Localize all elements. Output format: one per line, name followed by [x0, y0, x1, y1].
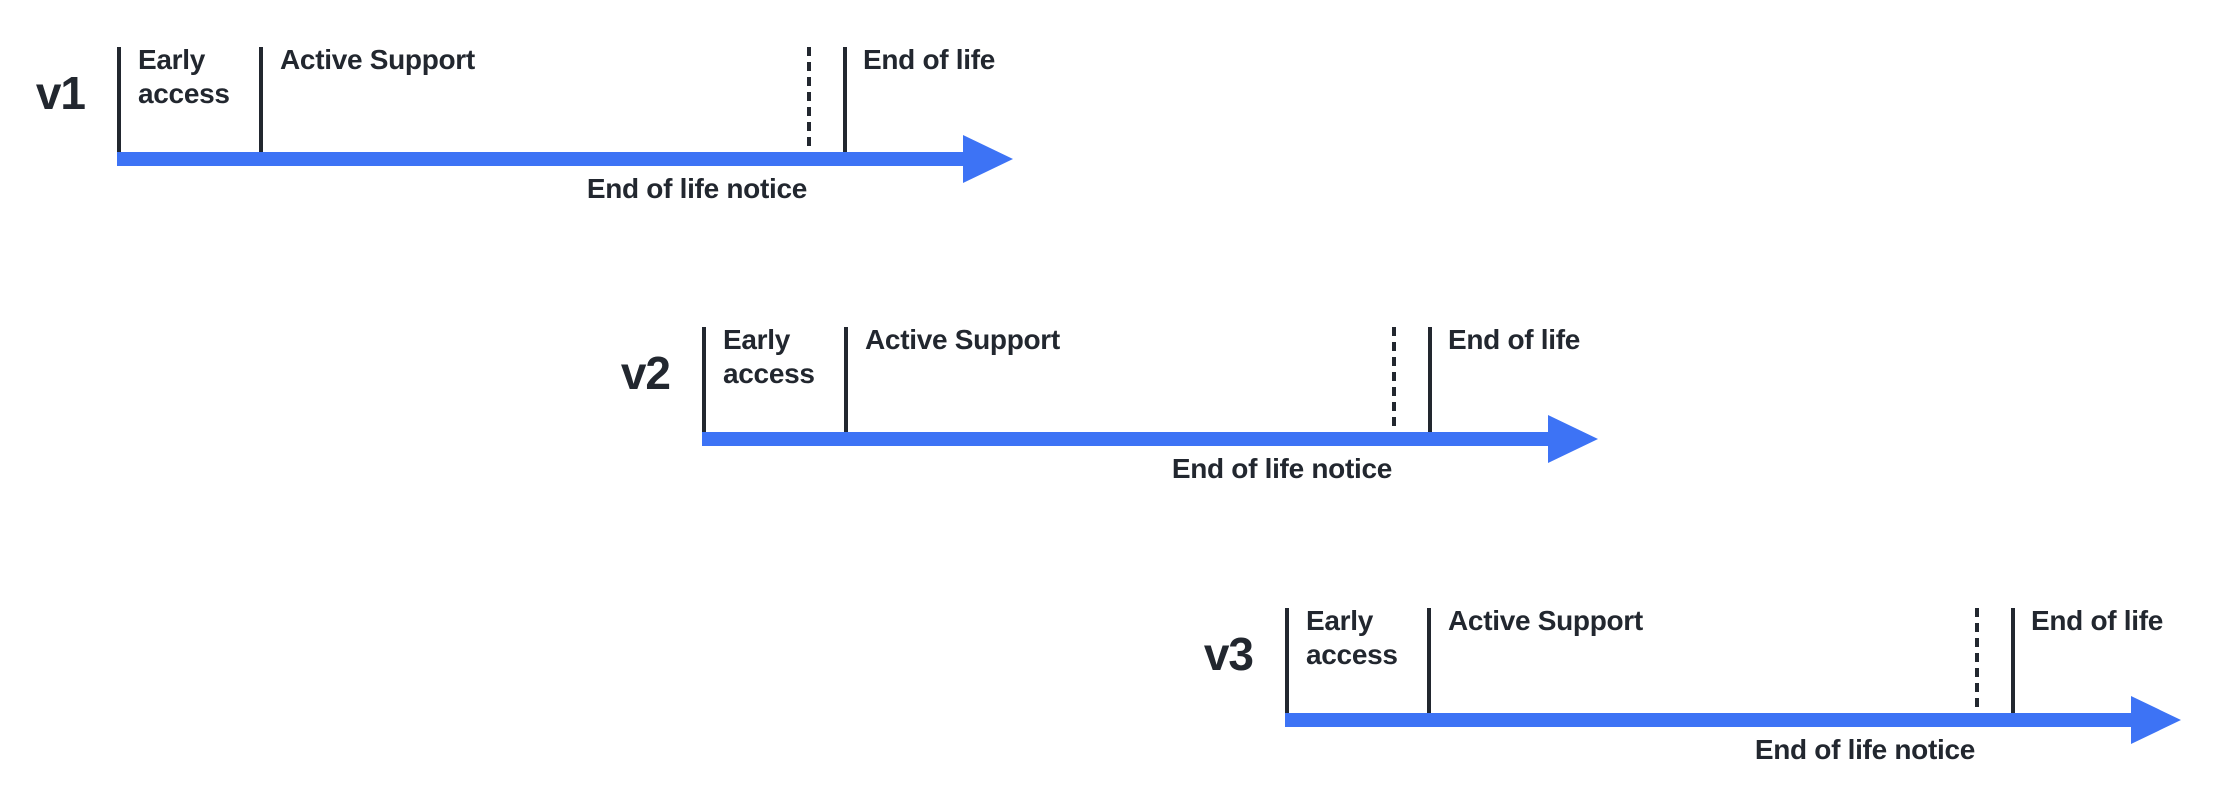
eol-notice-dashed-line	[1975, 608, 1979, 713]
timeline-arrowhead-icon	[2131, 696, 2181, 744]
active-support-start-tick	[844, 327, 848, 432]
active-support-start-tick	[259, 47, 263, 152]
end-of-life-tick	[843, 47, 847, 152]
version-label: v2	[620, 347, 671, 399]
timeline-arrow-shaft	[117, 152, 967, 166]
timeline-group-v1: v1 Early access Active Support End of li…	[0, 42, 1027, 222]
early-access-label: Early access	[1306, 605, 1398, 670]
version-label: v1	[35, 67, 86, 119]
early-access-start-tick	[117, 47, 121, 152]
active-support-label: Active Support	[280, 44, 475, 75]
early-access-label: Early access	[138, 44, 230, 109]
timeline-arrowhead-icon	[1548, 415, 1598, 463]
eol-notice-dashed-line	[807, 47, 811, 152]
end-of-life-tick	[2011, 608, 2015, 713]
early-access-label: Early access	[723, 324, 815, 389]
end-of-life-notice-label: End of life notice	[1171, 453, 1392, 484]
active-support-label: Active Support	[865, 324, 1060, 355]
timeline-group-v2: v2 Early access Active Support End of li…	[582, 322, 1612, 502]
timeline-arrowhead-icon	[963, 135, 1013, 183]
end-of-life-label: End of life	[863, 44, 996, 75]
timeline-arrow-shaft	[1285, 713, 2135, 727]
end-of-life-label: End of life	[1448, 324, 1581, 355]
end-of-life-notice-label: End of life notice	[586, 173, 807, 204]
active-support-label: Active Support	[1448, 605, 1643, 636]
end-of-life-tick	[1428, 327, 1432, 432]
early-access-start-tick	[1285, 608, 1289, 713]
eol-notice-dashed-line	[1392, 327, 1396, 432]
timeline-arrow-shaft	[702, 432, 1552, 446]
end-of-life-notice-label: End of life notice	[1754, 734, 1975, 765]
active-support-start-tick	[1427, 608, 1431, 713]
version-label: v3	[1203, 628, 1254, 680]
timeline-group-v3: v3 Early access Active Support End of li…	[1165, 603, 2195, 783]
end-of-life-label: End of life	[2031, 605, 2164, 636]
early-access-start-tick	[702, 327, 706, 432]
